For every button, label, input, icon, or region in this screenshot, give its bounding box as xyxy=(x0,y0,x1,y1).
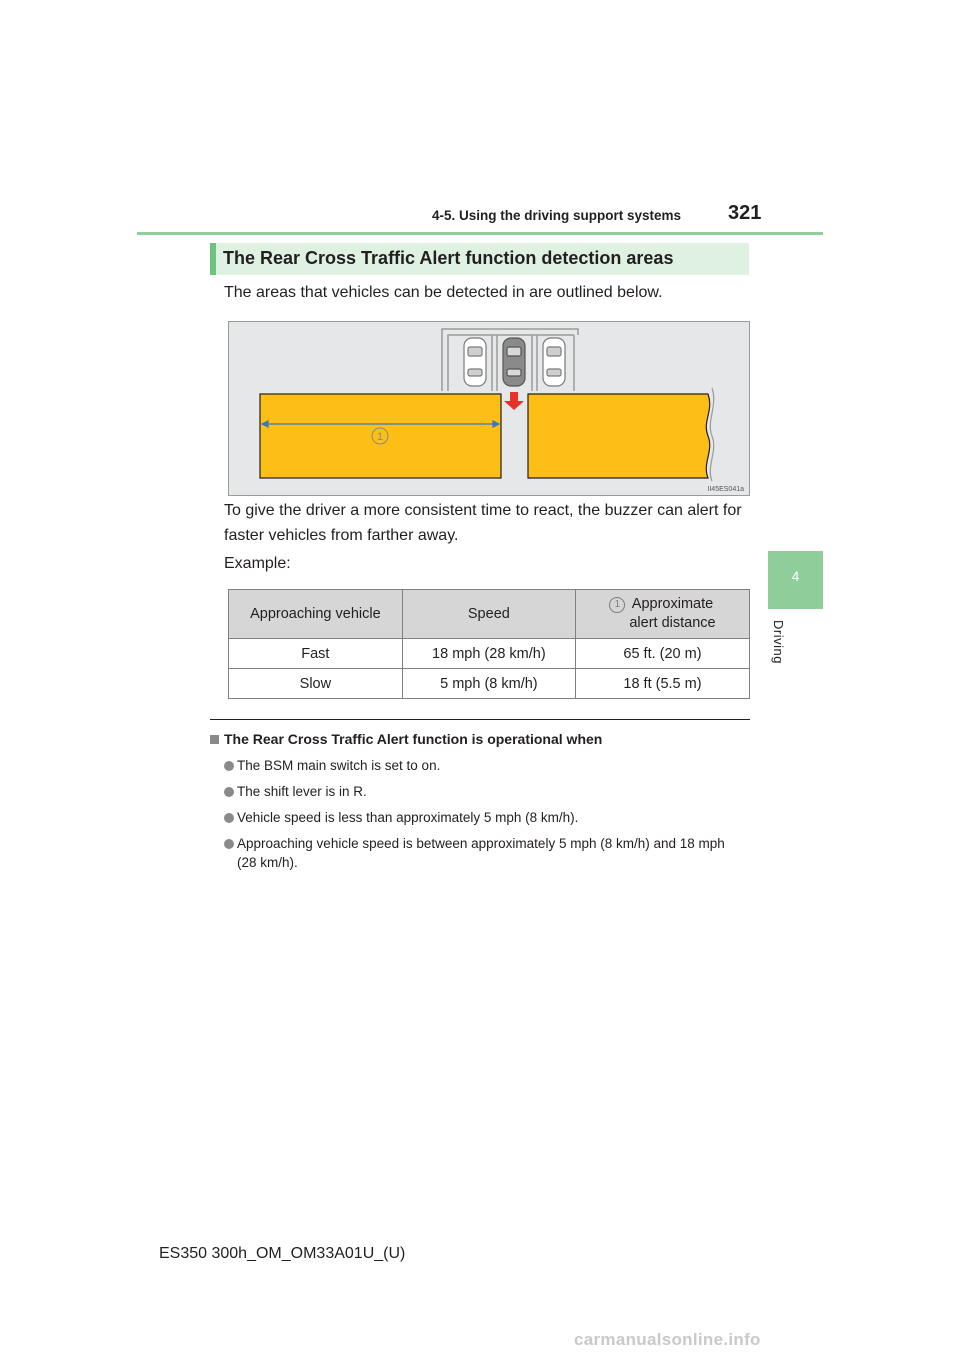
cell-speed: 5 mph (8 km/h) xyxy=(401,668,576,699)
list-item: The BSM main switch is set to on. xyxy=(224,756,752,775)
list-item-text-continued: (28 km/h). xyxy=(237,855,298,870)
detection-area-figure: 1 II45ES041a xyxy=(228,321,750,496)
example-label: Example: xyxy=(224,555,291,572)
list-item: Vehicle speed is less than approximately… xyxy=(224,808,752,827)
detection-area-right xyxy=(527,393,711,479)
parking-stalls xyxy=(441,328,579,391)
chapter-label: Driving xyxy=(771,620,786,664)
cell-distance: 18 ft (5.5 m) xyxy=(574,668,751,699)
bullet-icon xyxy=(224,813,234,823)
watermark: carmanualsonline.info xyxy=(574,1330,761,1349)
notes-title-text: The Rear Cross Traffic Alert function is… xyxy=(224,731,603,747)
header-rule xyxy=(137,232,823,235)
page-number: 321 xyxy=(728,202,762,224)
reverse-arrow-icon xyxy=(504,392,524,410)
document-id: ES350 300h_OM_OM33A01U_(U) xyxy=(159,1245,406,1262)
list-item-text: Vehicle speed is less than approximately… xyxy=(237,810,579,825)
header-alert-distance-line2: alert distance xyxy=(629,615,716,631)
own-vehicle-icon xyxy=(502,337,526,387)
bullet-icon xyxy=(224,787,234,797)
list-item-text: The shift lever is in R. xyxy=(237,784,367,799)
section-header-bar xyxy=(210,243,749,275)
table-row: Fast 18 mph (28 km/h) 65 ft. (20 m) xyxy=(228,638,751,669)
alert-distance-table: Approaching vehicle Speed 1 Approximate a… xyxy=(228,589,751,699)
break-line xyxy=(709,387,715,482)
callout-circle xyxy=(371,427,389,445)
list-item: The shift lever is in R. xyxy=(224,782,752,801)
header-approaching-vehicle: Approaching vehicle xyxy=(228,589,403,639)
notes-divider xyxy=(210,719,750,720)
intro-text: The areas that vehicles can be detected … xyxy=(224,284,663,301)
list-item-text: Approaching vehicle speed is between app… xyxy=(237,836,725,851)
chapter-number: 4 xyxy=(791,568,800,584)
section-title: The Rear Cross Traffic Alert function de… xyxy=(223,248,674,268)
callout-circle-small: 1 xyxy=(609,597,626,613)
bullet-icon xyxy=(224,761,234,771)
callout-number: 1 xyxy=(377,431,383,443)
table-header-row: Approaching vehicle Speed 1 Approximate a… xyxy=(228,589,751,639)
cell-vehicle: Slow xyxy=(228,668,403,699)
parked-car-right-icon xyxy=(542,337,566,387)
header-speed: Speed xyxy=(401,589,576,639)
parked-car-left-icon xyxy=(463,337,487,387)
running-header: 4-5. Using the driving support systems xyxy=(432,208,682,223)
bullet-icon xyxy=(224,839,234,849)
cell-distance: 65 ft. (20 m) xyxy=(574,638,751,669)
cell-speed: 18 mph (28 km/h) xyxy=(401,638,576,669)
body-paragraph: To give the driver a more consistent tim… xyxy=(224,502,742,544)
figure-code: II45ES041a xyxy=(707,486,744,493)
chapter-tab xyxy=(768,551,823,609)
list-item-text: The BSM main switch is set to on. xyxy=(237,758,441,773)
header-alert-distance: 1 Approximate alert distance xyxy=(574,589,751,639)
notes-title: The Rear Cross Traffic Alert function is… xyxy=(210,731,602,747)
square-bullet-icon xyxy=(210,735,219,744)
detection-area-left xyxy=(259,393,502,479)
cell-vehicle: Fast xyxy=(228,638,403,669)
header-alert-distance-line1: Approximate xyxy=(631,596,714,612)
distance-arrow xyxy=(260,420,501,428)
table-row: Slow 5 mph (8 km/h) 18 ft (5.5 m) xyxy=(228,668,751,699)
list-item: Approaching vehicle speed is between app… xyxy=(224,834,752,872)
